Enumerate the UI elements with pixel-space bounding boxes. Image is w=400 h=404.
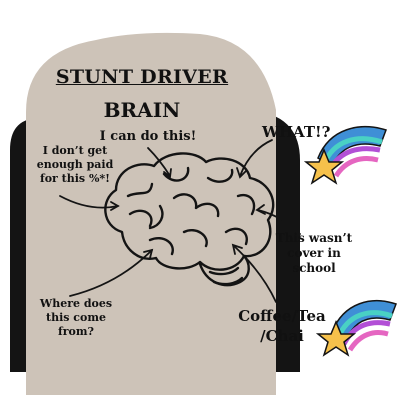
arrow-school — [257, 209, 301, 235]
label-school: This wasn’t cover in school — [275, 231, 353, 275]
brain-icon — [104, 152, 275, 287]
label-can-do: I can do this! — [99, 129, 197, 144]
arrow-what — [239, 139, 273, 177]
subtitle: BRAIN — [103, 98, 181, 122]
shooting-star-icon — [315, 300, 397, 357]
label-coffee: Coffee/Tea /Chai — [238, 307, 326, 346]
arrows — [59, 139, 301, 303]
shooting-star-icon — [303, 126, 387, 185]
title: STUNT DRIVER — [55, 66, 229, 88]
arrow-not-paid — [59, 195, 119, 209]
arrow-coffee — [233, 245, 277, 303]
arrow-where — [69, 249, 153, 297]
label-where: Where does this come from? — [39, 297, 113, 338]
sticker-card — [26, 32, 276, 395]
label-what: WHAT!? — [262, 123, 331, 141]
arrow-can-do — [147, 147, 171, 177]
label-not-paid: I don’t get enough paid for this %*! — [36, 144, 114, 185]
